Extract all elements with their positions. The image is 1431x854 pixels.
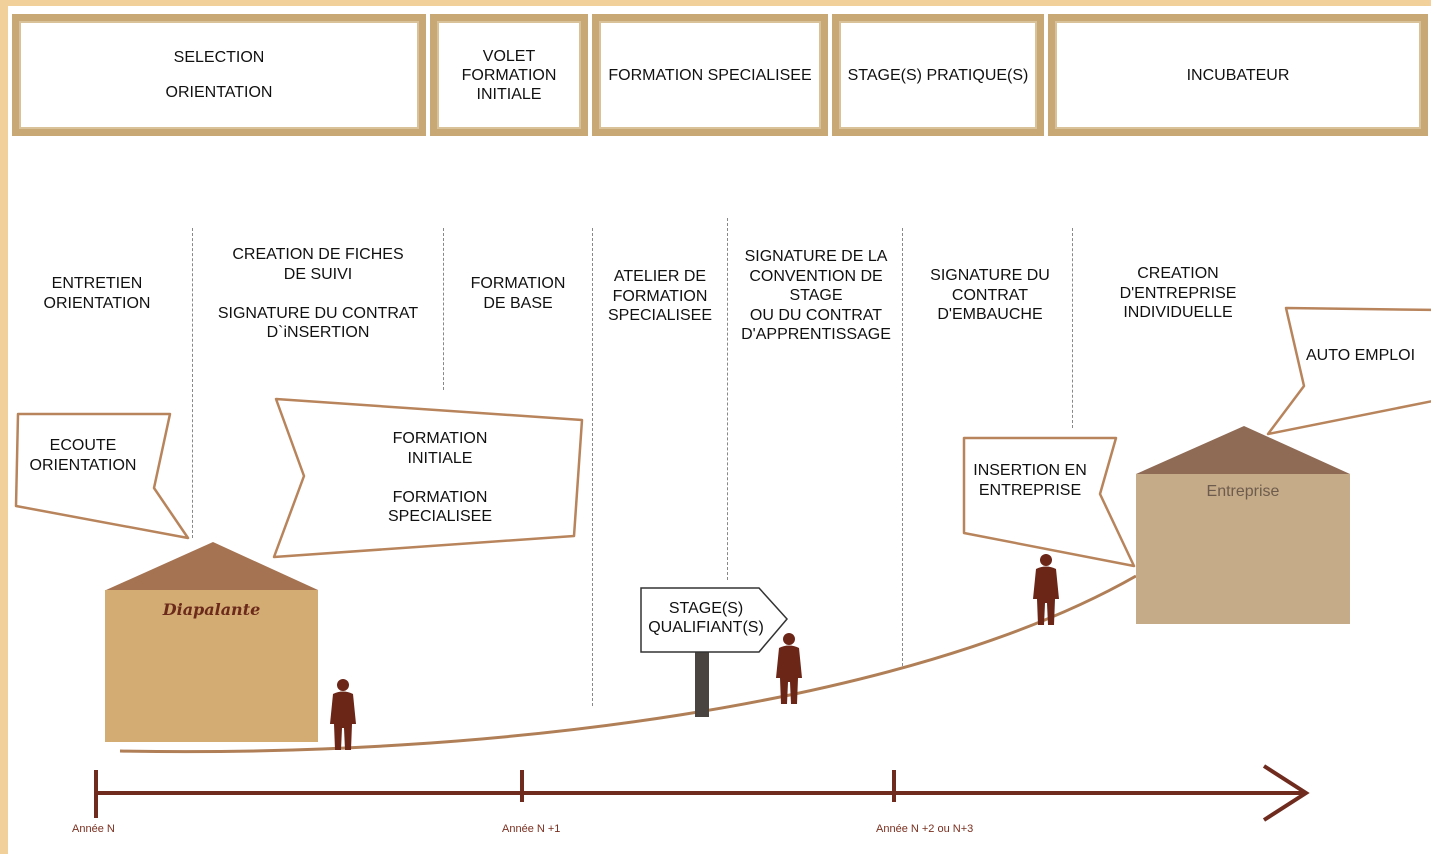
diapalante-roof [106, 542, 318, 590]
diapalante-wall [105, 590, 318, 742]
time-axis-arrowhead [1262, 764, 1310, 822]
diagram-graphics [14, 306, 1431, 822]
axis-label-annee-n1: Année N +1 [502, 823, 561, 835]
phase-line: FORMATION [461, 66, 557, 84]
signpost-text: STAGE(S) QUALIFIANT(S) [648, 600, 764, 636]
step-formation-de-base: FORMATION DE BASE [470, 275, 566, 312]
diagram-canvas: SELECTION ORIENTATION VOLET FORMATION IN… [8, 6, 1431, 854]
phase-stage-pratique: STAGE(S) PRATIQUE(S) [832, 14, 1044, 136]
entreprise-roof [1136, 426, 1350, 474]
step-signature-contrat-embauche: SIGNATURE DU CONTRAT D'EMBAUCHE [930, 267, 1050, 323]
callout-ecoute-text: ECOUTE ORIENTATION [29, 437, 137, 474]
diapalante-label: Diapalante [162, 600, 261, 619]
separator-1 [192, 228, 193, 538]
axis-label-annee-n2-n3: Année N +2 ou N+3 [876, 823, 974, 835]
callout-formation-shape [272, 397, 584, 559]
person-icon [776, 633, 802, 704]
entreprise-label: Entreprise [1206, 483, 1280, 500]
phase-line: VOLET [482, 47, 536, 65]
phase-selection-orientation: SELECTION ORIENTATION [12, 14, 426, 136]
phase-formation-specialisee: FORMATION SPECIALISEE [592, 14, 828, 136]
step-atelier-formation: ATELIER DE FORMATION SPECIALISEE [607, 268, 713, 324]
phase-line: INCUBATEUR [1186, 66, 1290, 84]
entreprise-wall [1136, 474, 1350, 624]
callout-auto-emploi-shape [1266, 306, 1431, 436]
progress-curve [119, 574, 1137, 754]
phase-line: ORIENTATION [165, 84, 273, 101]
person-icon [1033, 554, 1059, 625]
phase-line: SELECTION [173, 49, 265, 66]
phase-line: INITIALE [476, 85, 542, 103]
phase-line: STAGE(S) PRATIQUE(S) [847, 66, 1029, 84]
step-creation-entreprise: CREATION D'ENTREPRISE INDIVIDUELLE [1119, 265, 1237, 321]
separator-6 [1072, 228, 1073, 428]
separator-4 [727, 218, 728, 580]
axis-label-annee-n: Année N [72, 823, 115, 835]
separator-2 [443, 228, 444, 390]
phase-line: FORMATION SPECIALISEE [608, 66, 812, 84]
callout-ecoute-shape [14, 412, 190, 540]
callout-insertion-text: INSERTION EN ENTREPRISE [973, 462, 1087, 499]
separator-3 [592, 228, 593, 706]
phase-volet-formation-initiale: VOLET FORMATION INITIALE [430, 14, 588, 136]
signpost-sign [640, 587, 788, 653]
step-entretien-orientation: ENTRETIEN ORIENTATION [43, 275, 151, 312]
callout-formation-text: FORMATION INITIALE FORMATION SPECIALISEE [387, 430, 493, 525]
person-icon [330, 679, 356, 750]
step-fiches-suivi-contrat: CREATION DE FICHES DE SUIVI SIGNATURE DU… [217, 246, 419, 341]
signpost-pole [695, 649, 709, 717]
separator-5 [902, 228, 903, 666]
callout-auto-emploi-text: AUTO EMPLOI [1306, 347, 1416, 364]
step-signature-convention: SIGNATURE DE LA CONVENTION DE STAGE OU D… [741, 248, 891, 343]
callout-insertion-shape [962, 436, 1136, 568]
phase-incubateur: INCUBATEUR [1048, 14, 1428, 136]
